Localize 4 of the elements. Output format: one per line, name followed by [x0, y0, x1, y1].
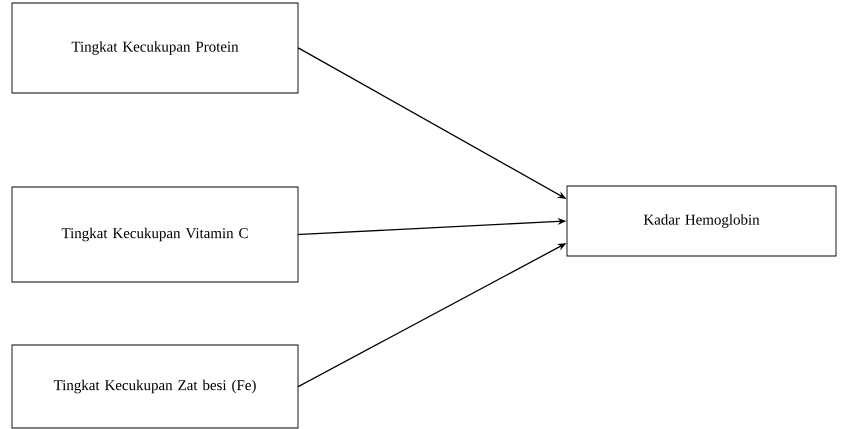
text-box: Tingkat Kecukupan Vitamin C: [12, 186, 298, 282]
text-box: Kadar Hemoglobin: [566, 186, 836, 256]
text-box: Tingkat Kecukupan Zat besi (Fe): [12, 344, 298, 428]
text-box: Tingkat Kecukupan Protein: [12, 2, 298, 94]
